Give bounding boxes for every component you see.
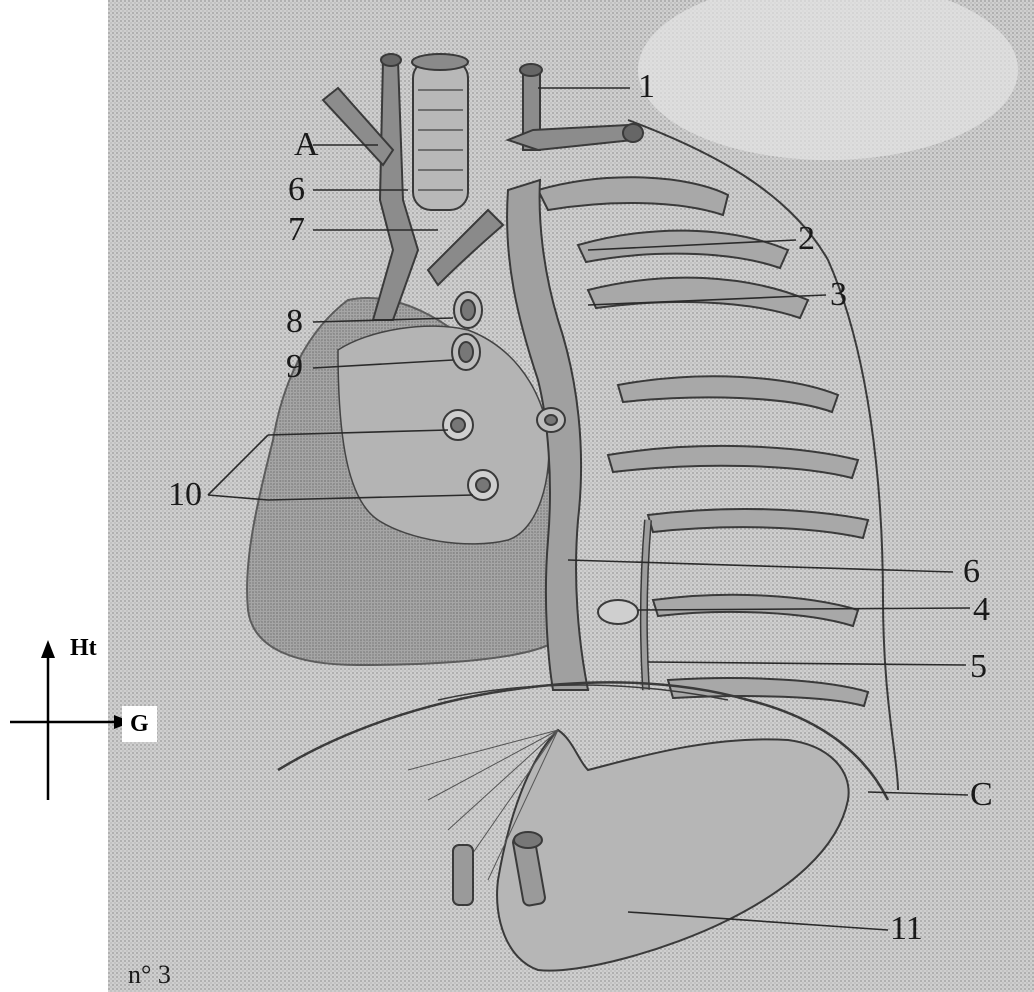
corner-plate-number: n° 3 [128, 962, 171, 988]
label-2: 2 [798, 222, 815, 256]
label-C: C [970, 778, 993, 812]
label-A: A [294, 128, 319, 162]
small-node [598, 600, 638, 624]
label-11: 11 [890, 912, 923, 946]
label-5: 5 [970, 650, 987, 684]
arrow-up-icon [41, 640, 55, 658]
label-3: 3 [830, 278, 847, 312]
label-7: 7 [288, 213, 305, 247]
label-6-bottom: 6 [963, 555, 980, 589]
axis-label-up: Ht [62, 630, 105, 666]
label-8: 8 [286, 305, 303, 339]
label-1: 1 [638, 70, 655, 104]
axis-label-right: G [122, 706, 157, 742]
label-10: 10 [168, 478, 202, 512]
thorax-illustration [108, 0, 1034, 992]
trachea [412, 54, 468, 210]
orientation-compass: Ht G [0, 630, 200, 810]
label-9: 9 [286, 350, 303, 384]
label-4: 4 [973, 593, 990, 627]
anatomical-plate: 1 A 6 7 2 3 8 9 10 6 4 5 C 11 n° 3 [108, 0, 1034, 992]
label-6-top: 6 [288, 173, 305, 207]
